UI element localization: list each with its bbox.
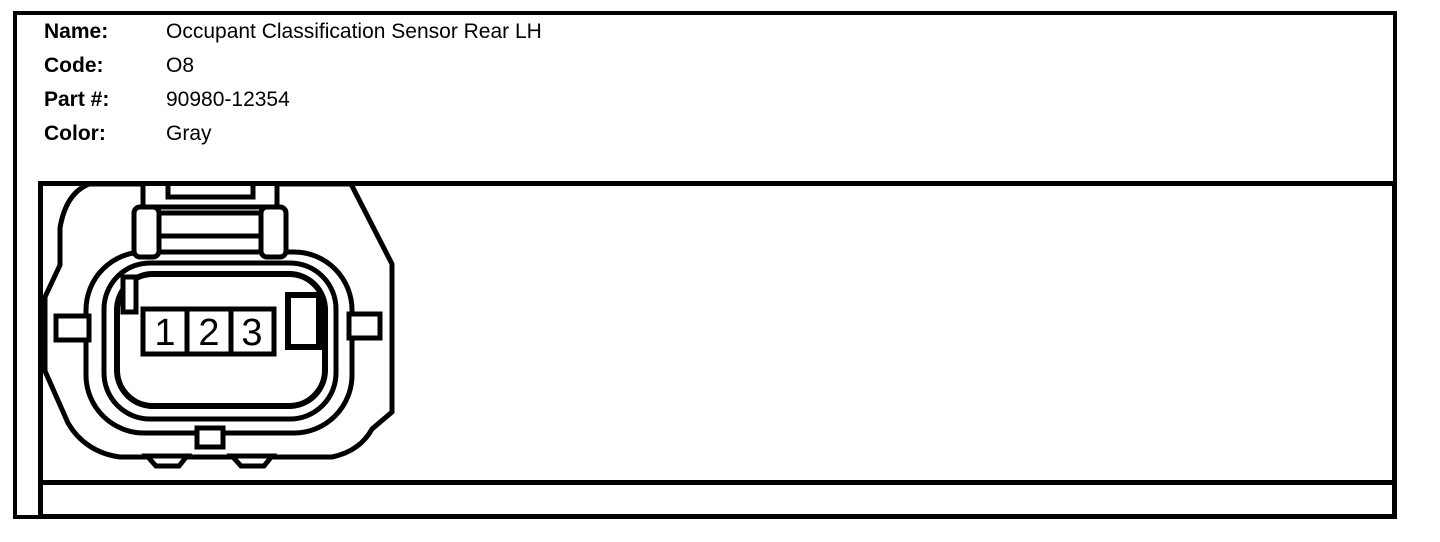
foot-right [226,453,278,469]
side-bump-left [53,313,92,343]
keying-block [285,292,322,350]
pin-1-number: 1 [154,312,175,354]
pin-3-number: 3 [241,312,262,354]
side-bump-right [346,311,383,341]
code-label: Code: [44,54,104,77]
color-value: Gray [166,122,212,145]
pin-2-number: 2 [198,312,219,354]
footer-separator-line [38,480,1397,485]
part-number-value: 90980-12354 [166,88,290,111]
lock-post-right [258,204,289,260]
color-label: Color: [44,122,106,145]
part-number-label: Part #: [44,88,110,111]
cavity-left-rib [120,274,139,315]
diagram-box-top-edge [38,181,1397,186]
connector-drawing: 1 2 3 [42,181,395,469]
pin-table [140,306,277,357]
bottom-notch [194,425,226,450]
connector-ring-inner [101,260,339,422]
header-metadata: Name: Occupant Classification Sensor Rea… [44,20,944,170]
name-label: Name: [44,20,109,43]
name-value: Occupant Classification Sensor Rear LH [166,20,542,43]
foot-left [141,453,193,469]
lock-post-left [131,204,162,260]
connector-cavity [114,271,328,409]
code-value: O8 [166,54,195,77]
